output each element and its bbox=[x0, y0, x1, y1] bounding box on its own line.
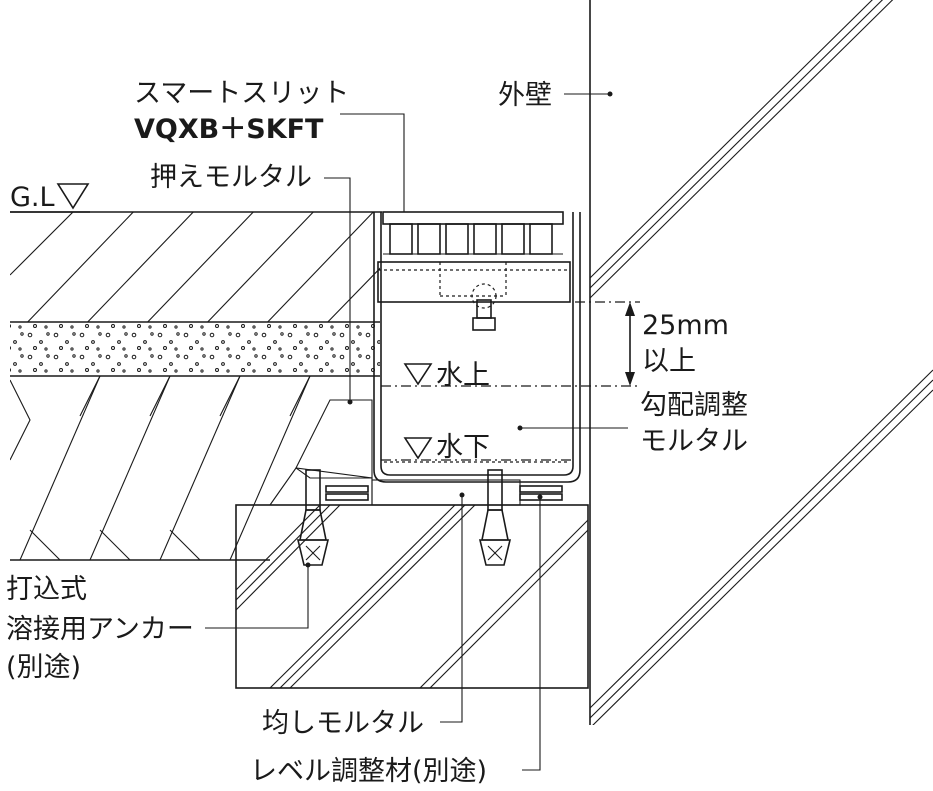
water-up-triangle-icon bbox=[403, 363, 433, 386]
anchor-label-3: (別途) bbox=[6, 652, 81, 683]
gl-marker bbox=[10, 183, 90, 213]
water-down-triangle-icon bbox=[403, 437, 433, 460]
level-adjusters bbox=[325, 485, 563, 501]
slit-model-label: VQXB＋SKFT bbox=[134, 114, 324, 145]
dimension-arrow bbox=[625, 302, 635, 386]
grating bbox=[382, 211, 564, 255]
gl-triangle-icon bbox=[56, 183, 90, 210]
outer-wall bbox=[589, 0, 933, 725]
water-down-label: 水下 bbox=[436, 432, 490, 463]
level-adjuster-label: レベル調整材(別途) bbox=[250, 756, 487, 787]
anchor-label-2: 溶接用アンカー bbox=[6, 614, 194, 645]
holding-mortar-label: 押えモルタル bbox=[150, 162, 312, 193]
gl-label: G.L bbox=[10, 182, 55, 213]
water-level-lines bbox=[381, 301, 640, 461]
slope-mortar-label-1: 勾配調整 bbox=[640, 390, 748, 421]
ground-layers bbox=[10, 211, 382, 561]
holding-mortar bbox=[268, 399, 373, 506]
water-up-label: 水上 bbox=[436, 360, 490, 391]
anchor-label-1: 打込式 bbox=[6, 574, 87, 605]
outer-wall-label: 外壁 bbox=[498, 80, 552, 111]
dimension-label: 25mm bbox=[642, 310, 729, 341]
anchor-right bbox=[478, 469, 512, 566]
slope-mortar-label-2: モルタル bbox=[640, 426, 748, 457]
leveling-mortar bbox=[371, 479, 521, 506]
slit-name-label: スマートスリット bbox=[134, 78, 349, 109]
drain-channel bbox=[373, 211, 581, 483]
dimension-suffix-label: 以上 bbox=[642, 346, 696, 377]
leader-lines bbox=[205, 91, 628, 771]
leveling-mortar-label: 均しモルタル bbox=[262, 708, 424, 739]
concrete-slab bbox=[235, 504, 589, 689]
anchor-left bbox=[296, 469, 330, 566]
